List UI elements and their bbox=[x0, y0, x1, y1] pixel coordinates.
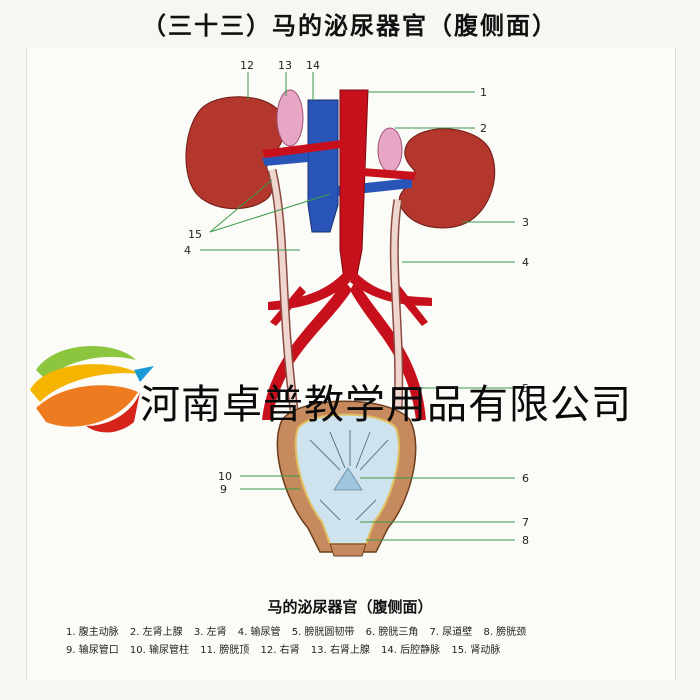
legend-item: 8. 膀胱颈 bbox=[483, 627, 526, 638]
legend-item: 9. 输尿管口 bbox=[66, 645, 119, 656]
label-7: 7 bbox=[522, 516, 529, 529]
legend-item: 11. 膀胱顶 bbox=[200, 645, 249, 656]
company-watermark: 河南卓普教学用品有限公司 bbox=[140, 372, 632, 430]
legend-item: 7. 尿道壁 bbox=[430, 627, 473, 638]
label-6: 6 bbox=[522, 472, 529, 485]
abdominal-aorta bbox=[340, 90, 368, 280]
legend-item: 10. 输尿管柱 bbox=[130, 645, 189, 656]
legend-item: 4. 输尿管 bbox=[238, 627, 281, 638]
legend-item: 5. 膀胱圆韧带 bbox=[292, 627, 355, 638]
label-8: 8 bbox=[522, 534, 529, 547]
label-3: 3 bbox=[522, 216, 529, 229]
label-4-left: 4 bbox=[184, 244, 191, 257]
legend-item: 14. 后腔静脉 bbox=[381, 645, 440, 656]
company-logo bbox=[16, 330, 156, 440]
footer-fine-print bbox=[40, 676, 680, 698]
legend-item: 12. 右肾 bbox=[260, 645, 299, 656]
urethra bbox=[330, 544, 366, 556]
left-adrenal-gland bbox=[378, 128, 402, 172]
legend-item: 1. 腹主动脉 bbox=[66, 627, 119, 638]
legend: 1. 腹主动脉 2. 左肾上腺 3. 左肾 4. 输尿管 5. 膀胱圆韧带 6.… bbox=[66, 624, 676, 660]
legend-item: 3. 左肾 bbox=[194, 627, 227, 638]
label-1: 1 bbox=[480, 86, 487, 99]
right-adrenal-gland bbox=[277, 90, 303, 146]
label-14: 14 bbox=[306, 59, 320, 72]
label-15: 15 bbox=[188, 228, 202, 241]
label-2: 2 bbox=[480, 122, 487, 135]
label-10: 10 bbox=[218, 470, 232, 483]
legend-item: 15. 肾动脉 bbox=[451, 645, 500, 656]
legend-item: 6. 膀胱三角 bbox=[366, 627, 419, 638]
label-9: 9 bbox=[220, 483, 227, 496]
label-4-right: 4 bbox=[522, 256, 529, 269]
legend-item: 13. 右肾上腺 bbox=[311, 645, 370, 656]
diagram-caption: 马的泌尿器官（腹侧面） bbox=[0, 596, 700, 617]
label-12: 12 bbox=[240, 59, 254, 72]
label-13: 13 bbox=[278, 59, 292, 72]
caudal-vena-cava bbox=[308, 100, 338, 232]
legend-item: 2. 左肾上腺 bbox=[130, 627, 183, 638]
